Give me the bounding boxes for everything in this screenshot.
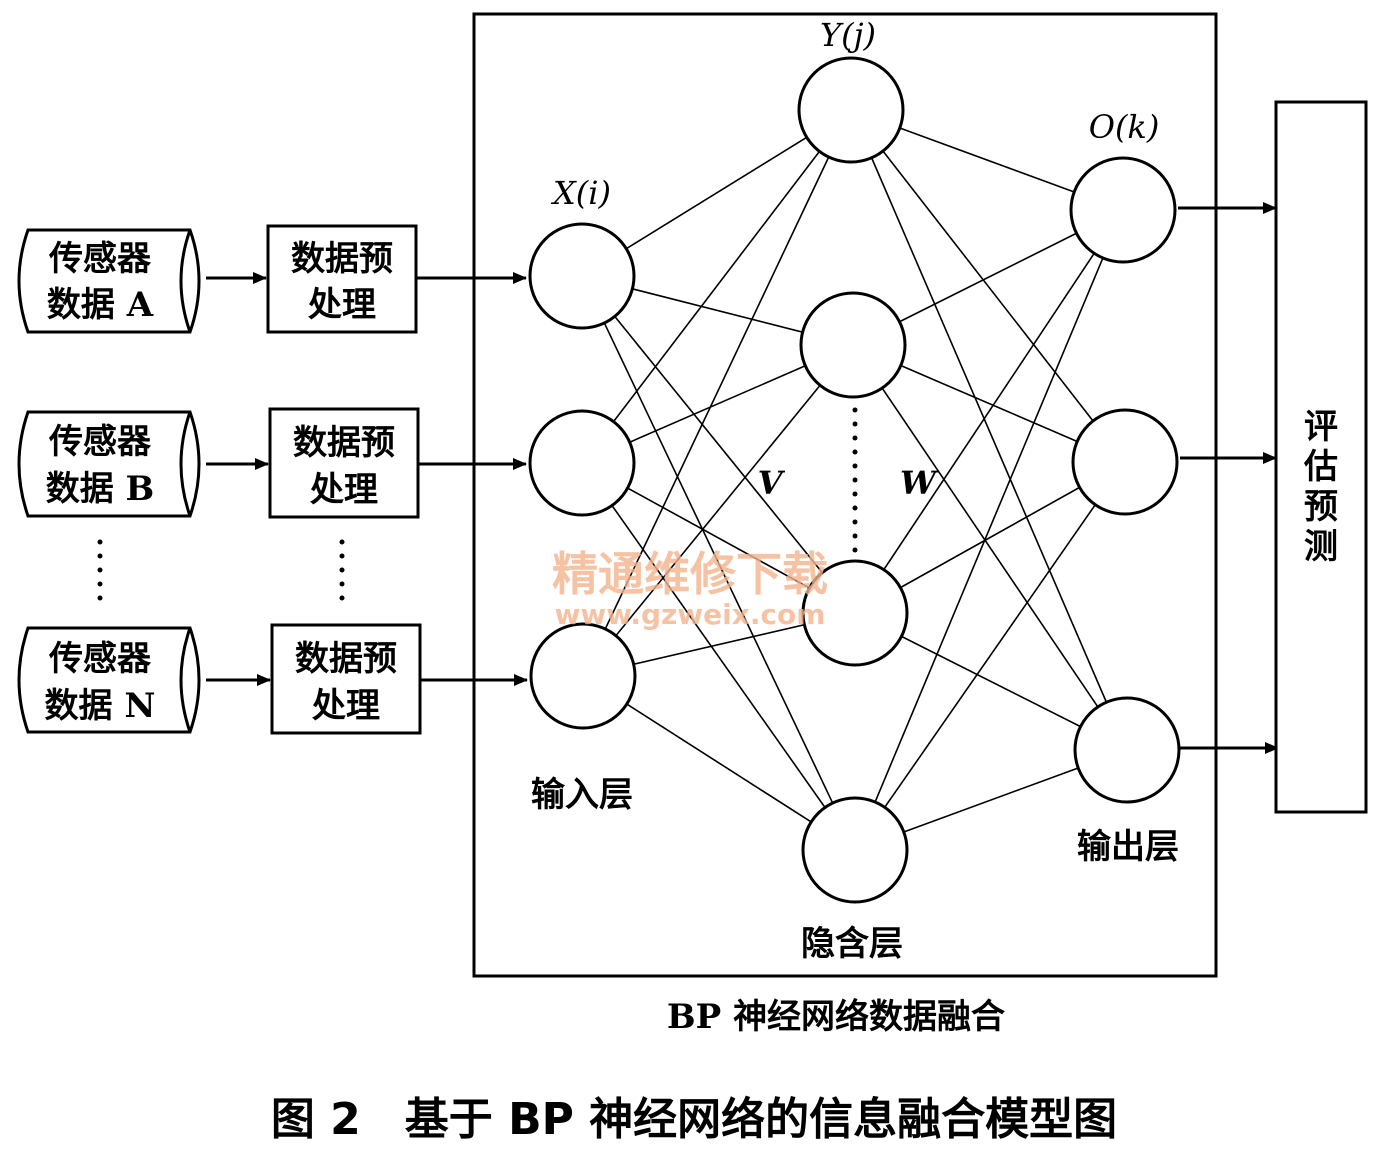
hidden-node-4: [801, 796, 909, 904]
preprocess-n-line1: 数据预: [295, 639, 397, 679]
preprocess-box-b: 数据预 处理: [268, 407, 420, 519]
evaluation-char-1: 评: [1304, 407, 1338, 447]
connection-line: [870, 157, 1108, 703]
sensor-a-line2: 数据 A: [47, 285, 154, 325]
connection-line: [615, 384, 821, 637]
connection-line: [633, 623, 805, 666]
input-node-2: [528, 409, 636, 517]
preprocess-box-a: 数据预 处理: [266, 224, 418, 334]
connection-line: [903, 767, 1079, 833]
output-node-1: [1069, 156, 1177, 264]
connection-line: [901, 635, 1081, 728]
preprocess-box-n: 数据预 处理: [270, 623, 422, 735]
hidden-node-3: [801, 559, 909, 667]
hidden-node-1: [797, 56, 905, 164]
preprocess-b-line2: 处理: [309, 470, 378, 510]
connection-line: [612, 150, 821, 423]
connection-line: [899, 486, 1081, 589]
connection-line: [899, 232, 1077, 323]
output-variable-label: O(k): [1089, 108, 1160, 146]
preprocess-a-line2: 处理: [307, 285, 376, 325]
output-layer-label: 输出层: [1077, 827, 1179, 867]
connection-line: [625, 136, 808, 250]
evaluation-char-2: 估: [1303, 447, 1338, 487]
connection-line: [627, 487, 810, 589]
preprocess-n-line2: 处理: [311, 686, 380, 726]
hidden-ellipsis: [852, 407, 858, 553]
network-nodes: [528, 56, 1181, 904]
sensor-n-line2: 数据 N: [45, 686, 156, 726]
sensor-b-cylinder: 传感器 数据 B: [17, 410, 201, 518]
connection-line: [884, 504, 1096, 808]
connection-line: [882, 150, 1094, 422]
connection-line: [603, 322, 834, 804]
sensor-a-line1: 传感器: [48, 239, 152, 279]
watermark-title: 精通维修下载: [552, 547, 828, 601]
preprocess-b-line1: 数据预: [293, 423, 395, 463]
preprocess-ellipsis: [339, 539, 345, 601]
preprocess-a-line1: 数据预: [291, 239, 393, 279]
sensor-ellipsis: [97, 539, 103, 601]
output-to-evaluation-arrows: [1178, 202, 1279, 754]
connection-line: [899, 127, 1075, 193]
connection-line: [611, 505, 826, 808]
connection-line: [881, 387, 1099, 708]
network-box-label: BP 神经网络数据融合: [667, 997, 1005, 1037]
sensor-n-line1: 传感器: [48, 639, 152, 679]
input-layer-label: 输入层: [531, 775, 633, 815]
hidden-variable-label: Y(j): [820, 16, 876, 54]
weights-w-label: W: [900, 464, 939, 502]
connection-line: [883, 252, 1095, 571]
evaluation-char-4: 测: [1304, 527, 1338, 567]
sensor-a-cylinder: 传感器 数据 A: [17, 228, 201, 334]
weights-v-label: V: [758, 464, 786, 502]
sensor-b-line1: 传感器: [48, 422, 152, 462]
hidden-node-2: [799, 291, 907, 399]
network-connections: [603, 127, 1108, 833]
connection-line: [629, 365, 806, 443]
connection-line: [614, 315, 823, 574]
figure-caption: 图 2 基于 BP 神经网络的信息融合模型图: [271, 1094, 1117, 1145]
watermark-url: www.gzweix.com: [555, 598, 826, 631]
connection-line: [874, 257, 1104, 803]
input-node-3: [529, 622, 637, 730]
preprocess-to-input-arrows: [416, 272, 528, 686]
output-node-2: [1071, 408, 1179, 516]
sensor-n-cylinder: 传感器 数据 N: [17, 626, 201, 734]
connection-line: [900, 364, 1078, 443]
connection-line: [604, 156, 830, 630]
connection-line: [632, 288, 803, 333]
sensor-to-preprocess-arrows: [206, 272, 271, 686]
input-variable-label: X(i): [550, 174, 611, 212]
evaluation-box: 评 估 预 测: [1274, 100, 1368, 814]
sensor-b-line2: 数据 B: [46, 469, 155, 509]
connection-line: [626, 703, 812, 823]
output-node-3: [1073, 696, 1181, 804]
hidden-layer-label: 隐含层: [801, 924, 903, 964]
evaluation-char-3: 预: [1304, 487, 1338, 527]
input-node-1: [528, 222, 636, 330]
network-frame: [472, 12, 1218, 978]
